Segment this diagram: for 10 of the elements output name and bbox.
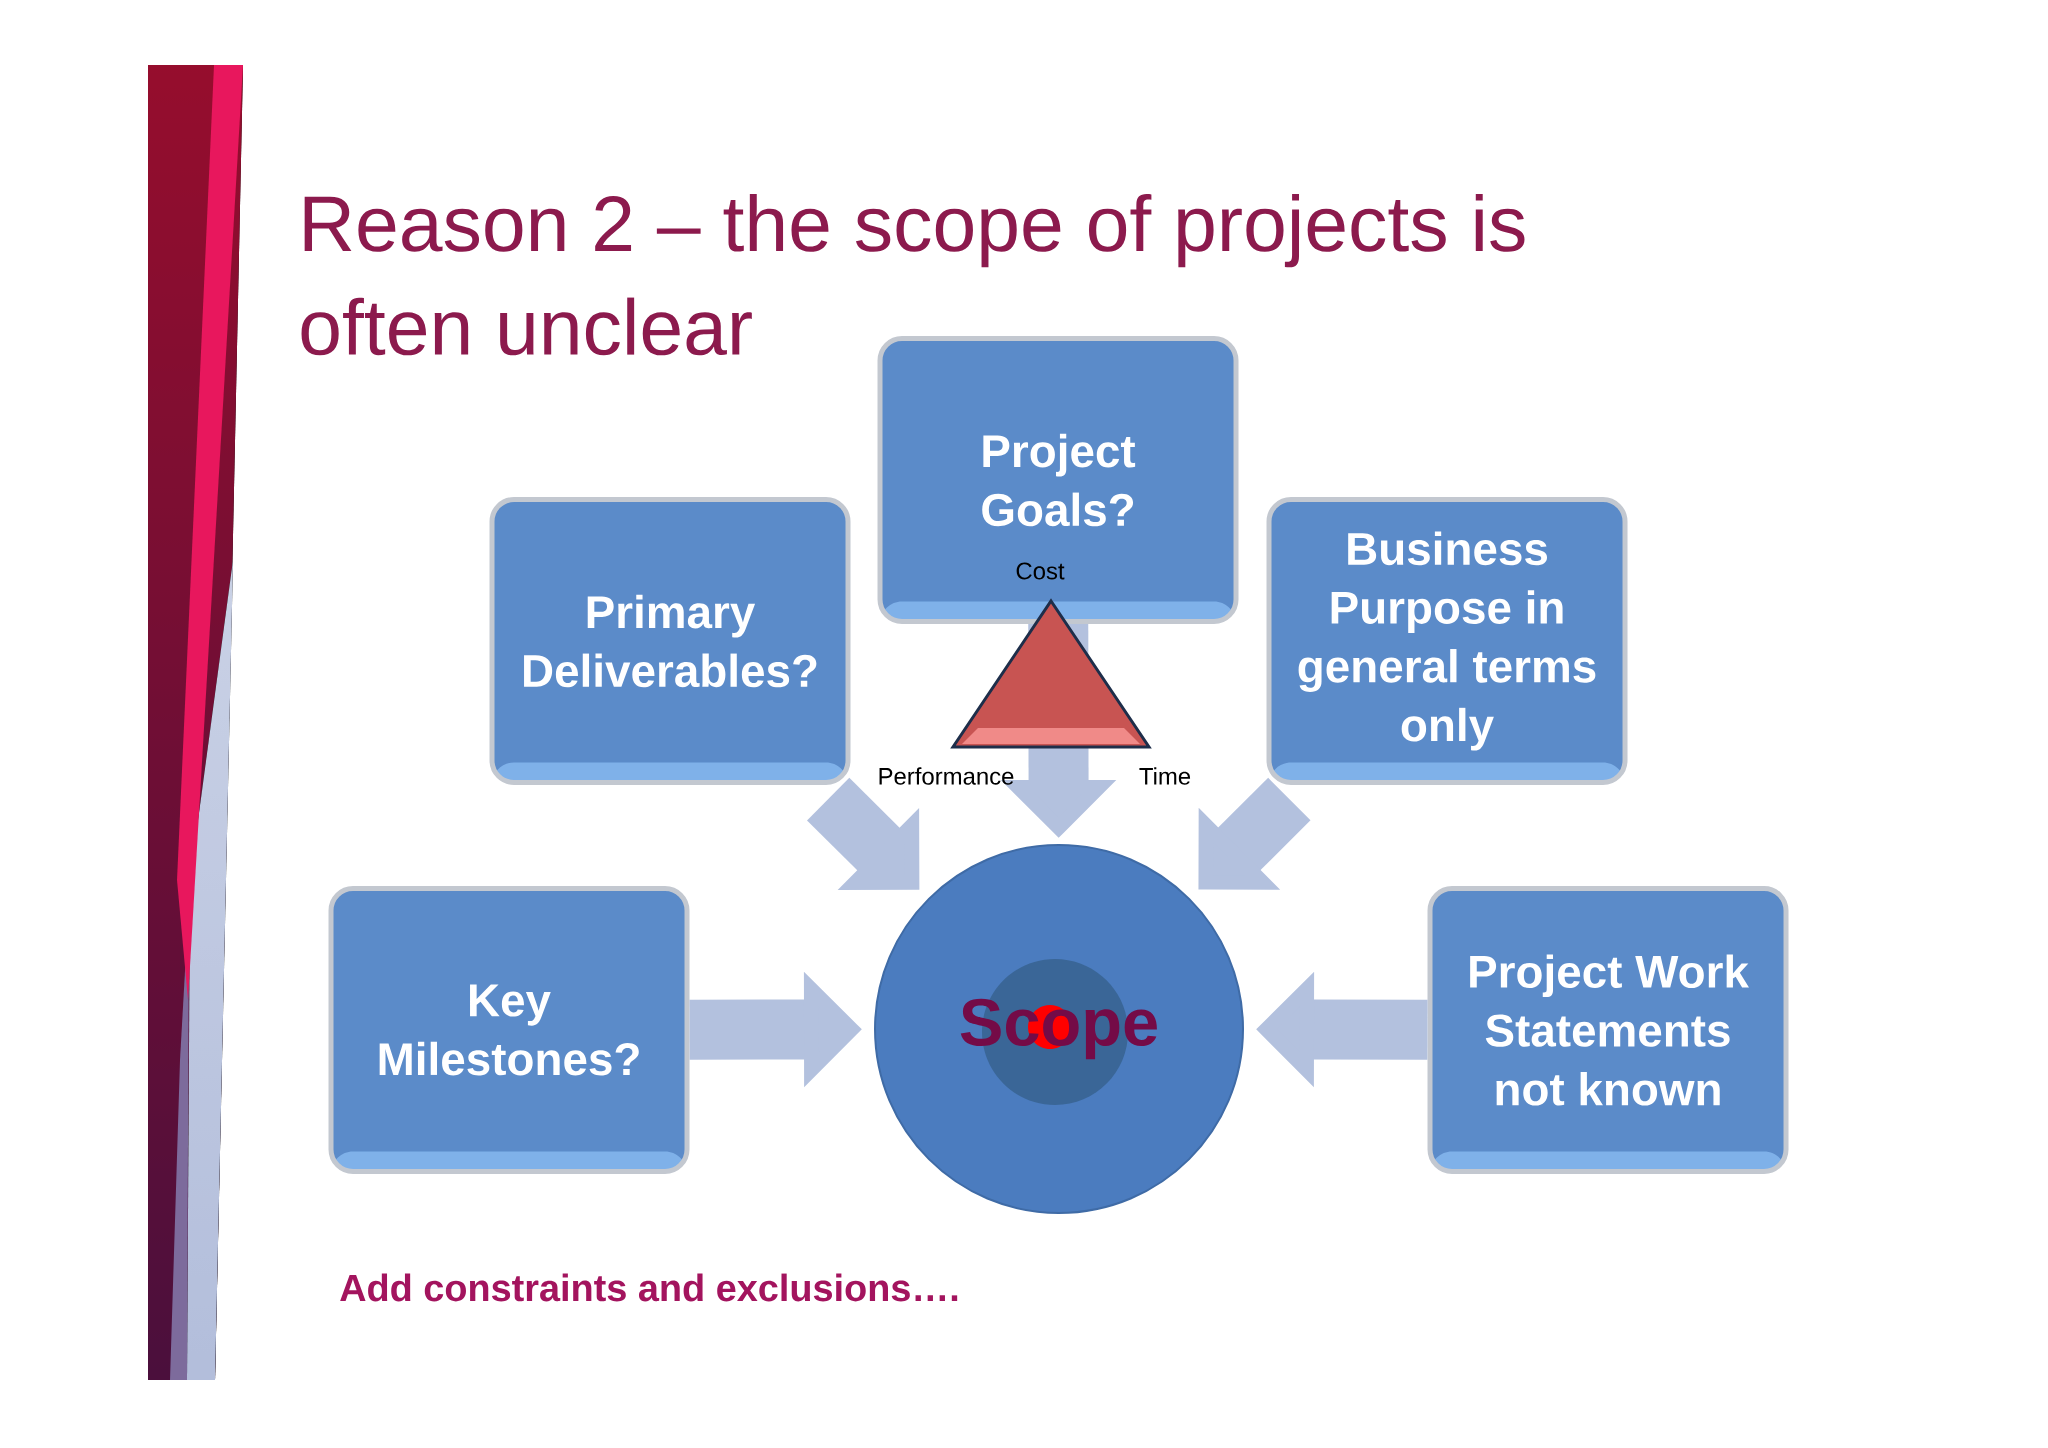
rounded-box: Business Purpose in general terms only [1266,497,1628,785]
block-arrow [1198,777,1311,890]
rounded-box: Project Work Statements not known [1427,886,1789,1174]
rounded-box: Primary Deliverables? [489,497,851,785]
triangle-label: Time [1139,767,1191,785]
note-text: Add constraints and exclusions…. [340,1273,958,1302]
triangle-label: Cost [1016,562,1065,580]
triangle-label: Performance [879,767,1014,785]
rounded-box: Key Milestones? [328,886,690,1174]
block-arrow [807,777,920,890]
